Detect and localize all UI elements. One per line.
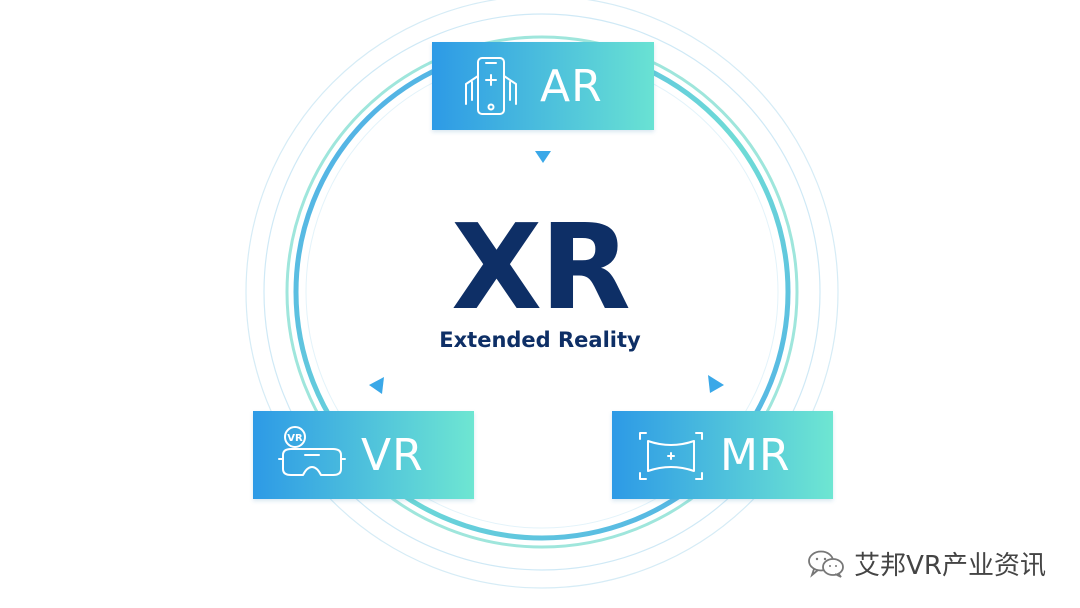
xr-subtitle: Extended Reality [439, 328, 641, 352]
vr-label: VR [361, 429, 424, 481]
mr-label: MR [720, 429, 791, 481]
ar-node: AR [432, 42, 654, 130]
vr-node: VR VR [253, 411, 474, 499]
mr-panorama-icon [639, 432, 703, 480]
teal-ring [285, 35, 799, 549]
outer-faint-ring [245, 0, 839, 589]
vr-headset-icon: VR [278, 426, 346, 476]
xr-title: XR [451, 198, 631, 336]
center-label: XR Extended Reality [390, 205, 690, 375]
ar-label: AR [540, 60, 603, 112]
mr-node: MR [612, 411, 833, 499]
arrow-mr-to-vr [708, 375, 724, 393]
svg-text:VR: VR [287, 433, 303, 444]
wechat-icon [808, 550, 845, 578]
arrow-ar-to-mr [535, 151, 551, 163]
outer-thin-ring [263, 13, 821, 571]
watermark: 艾邦VR产业资讯 [806, 545, 1046, 582]
arrow-vr-to-ar [369, 377, 384, 394]
smartphone-ar-icon [465, 57, 517, 115]
watermark-text: 艾邦VR产业资讯 [854, 551, 1046, 581]
